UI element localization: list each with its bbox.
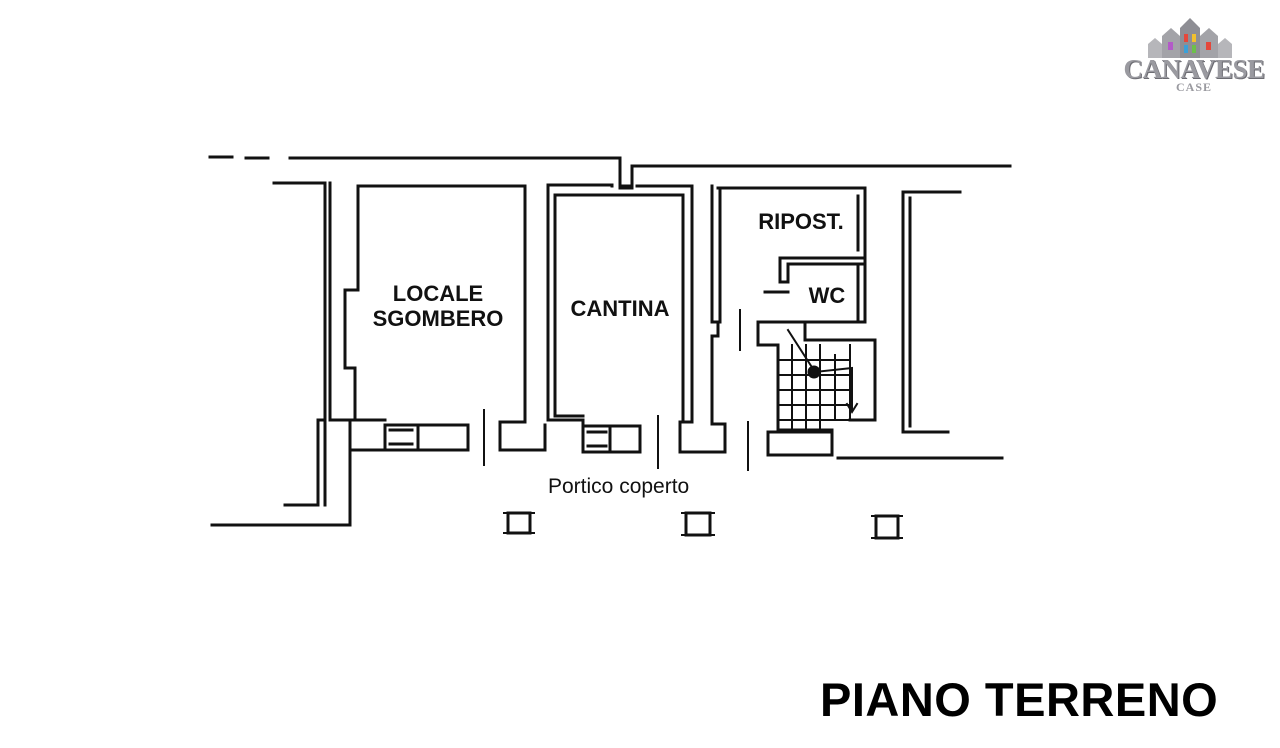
- room-label-ripostiglio: RIPOST.: [758, 209, 844, 234]
- cantina-wall-inner: [553, 193, 685, 422]
- portico-pillar-2: [684, 511, 712, 537]
- room-label-locale-line1: LOCALE: [392, 281, 484, 306]
- portico-pillar-ticks: [503, 512, 903, 539]
- top-boundary-line: [208, 155, 1012, 168]
- room-label-locale-line2: SGOMBERO: [372, 306, 504, 331]
- left-outer-wall: [210, 181, 352, 527]
- top-wall-notch: [618, 156, 634, 190]
- locale-sgombero-door: [383, 423, 470, 452]
- room-label-cantina: CANTINA: [570, 296, 670, 321]
- cantina-door: [581, 424, 612, 454]
- logo-subtitle: CASE: [1175, 80, 1212, 94]
- stairs-steps: [777, 344, 851, 433]
- right-outer-wall: [836, 190, 1004, 460]
- room-label-wc: WC: [808, 283, 846, 308]
- room-label-locale-sgombero: LOCALE SGOMBERO: [360, 281, 516, 331]
- locale-sgombero-walls: [343, 184, 547, 452]
- canavese-case-logo: CANAVESE CASE: [1118, 14, 1270, 100]
- stairs-arrow-dot: [807, 365, 821, 379]
- floor-title: PIANO TERRENO: [820, 673, 1219, 726]
- stairs-arrow: [786, 328, 859, 414]
- walls: [208, 155, 1012, 540]
- ripostiglio-walls: [716, 186, 867, 324]
- cantina-walls: [546, 183, 727, 454]
- logo-window-2: [1184, 45, 1188, 53]
- portico-label: Portico coperto: [548, 475, 690, 498]
- wc-walls: [763, 262, 860, 324]
- portico-pillar-1: [506, 511, 532, 535]
- portico-pillar-3: [874, 514, 900, 540]
- opening-ticks: [483, 309, 749, 471]
- logo-window-3: [1192, 45, 1196, 53]
- stairs-outline: [756, 320, 877, 457]
- logo-window-4: [1168, 42, 1173, 50]
- logo-window-1: [1192, 34, 1196, 42]
- logo-window-5: [1206, 42, 1211, 50]
- logo-houses-icon: [1148, 18, 1232, 58]
- logo-wordmark: CANAVESE: [1123, 54, 1265, 84]
- logo-window-0: [1184, 34, 1188, 42]
